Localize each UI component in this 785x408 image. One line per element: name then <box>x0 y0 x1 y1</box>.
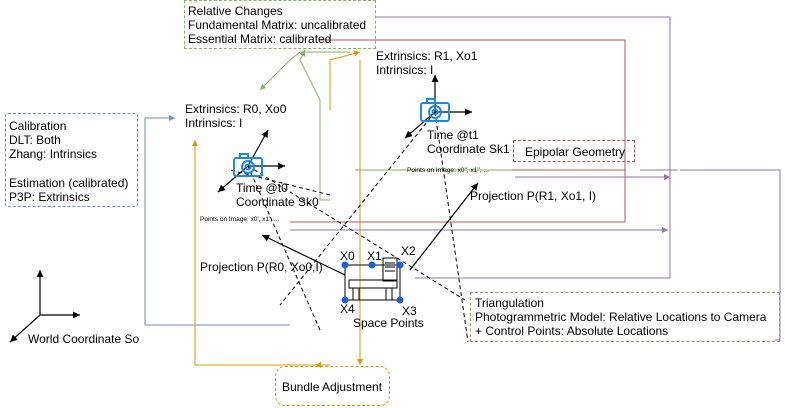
calibration-p3p: P3P: Extrinsics <box>9 190 90 204</box>
point-label-x3: X3 <box>402 304 417 318</box>
camera0-extrinsics: Extrinsics: R0, Xo0 <box>185 102 287 116</box>
camera1-coordinate: Coordinate Sk1 <box>427 142 510 156</box>
calibration-title: Calibration <box>9 119 67 133</box>
essential-matrix-label: Essential Matrix: calibrated <box>188 32 332 46</box>
red-connectors <box>290 39 626 223</box>
point-x4 <box>341 296 349 304</box>
calibration-box <box>5 113 138 207</box>
point-x2 <box>396 261 404 269</box>
epipolar-geometry-label: Epipolar Geometry <box>525 145 626 159</box>
calibration-dlt: DLT: Both <box>9 133 61 147</box>
point-label-x2: X2 <box>401 244 416 258</box>
space-points-label: Space Points <box>353 316 424 330</box>
world-axes <box>9 270 80 343</box>
triangulation-control-points: + Control Points: Absolute Locations <box>475 324 669 338</box>
bundle-adjustment-box <box>275 366 390 406</box>
triangulation-title: Triangulation <box>475 296 544 310</box>
camera1-time: Time @t1 <box>427 128 479 142</box>
bundle-adjustment-label: Bundle Adjustment <box>282 380 383 394</box>
camera1-intrinsics: Intrinsics: I <box>376 63 434 77</box>
calibration-estimation: Estimation (calibrated) <box>9 176 129 190</box>
point-label-x0: X0 <box>340 249 355 263</box>
relative-changes-box <box>184 0 376 49</box>
orange-connectors <box>192 50 363 368</box>
purple-connectors <box>290 16 781 341</box>
camera0-intrinsics: Intrinsics: I <box>185 116 243 130</box>
green-connectors <box>259 49 512 201</box>
camera0-image-points: Points on Image: x0', x1', ... <box>200 216 280 223</box>
projection-arrows <box>261 182 479 276</box>
camera1-icon <box>420 98 450 122</box>
point-label-x1: X1 <box>367 249 382 263</box>
world-coordinate-label: World Coordinate So <box>28 332 140 346</box>
blue-connector <box>144 115 290 326</box>
calibration-zhang: Zhang: Intrinsics <box>9 147 98 161</box>
point-x3 <box>396 296 404 304</box>
projection-rays <box>229 111 469 343</box>
camera1-image-points: Points on Image: x0'', x1'', ... <box>407 167 489 174</box>
triangulation-box <box>470 292 780 342</box>
fundamental-matrix-label: Fundamental Matrix: uncalibrated <box>188 18 367 32</box>
relative-changes-title: Relative Changes <box>188 4 283 18</box>
point-label-x4: X4 <box>340 302 355 316</box>
point-x0 <box>341 261 349 269</box>
projection0-label: Projection P(R0, Xo0,I) <box>200 260 323 274</box>
camera0-time: Time @t0 <box>236 181 288 195</box>
camera0-icon <box>233 153 263 177</box>
triangulation-photogrammetric: Photogrammetric Model: Relative Location… <box>475 310 767 324</box>
point-x1 <box>368 261 376 269</box>
epipolar-box <box>513 140 635 162</box>
space-point-markers <box>341 261 404 304</box>
camera1-extrinsics: Extrinsics: R1, Xo1 <box>376 49 478 63</box>
projection1-label: Projection P(R1, Xo1, I) <box>470 189 597 203</box>
camera0-coordinate: Coordinate Sk0 <box>236 195 319 209</box>
